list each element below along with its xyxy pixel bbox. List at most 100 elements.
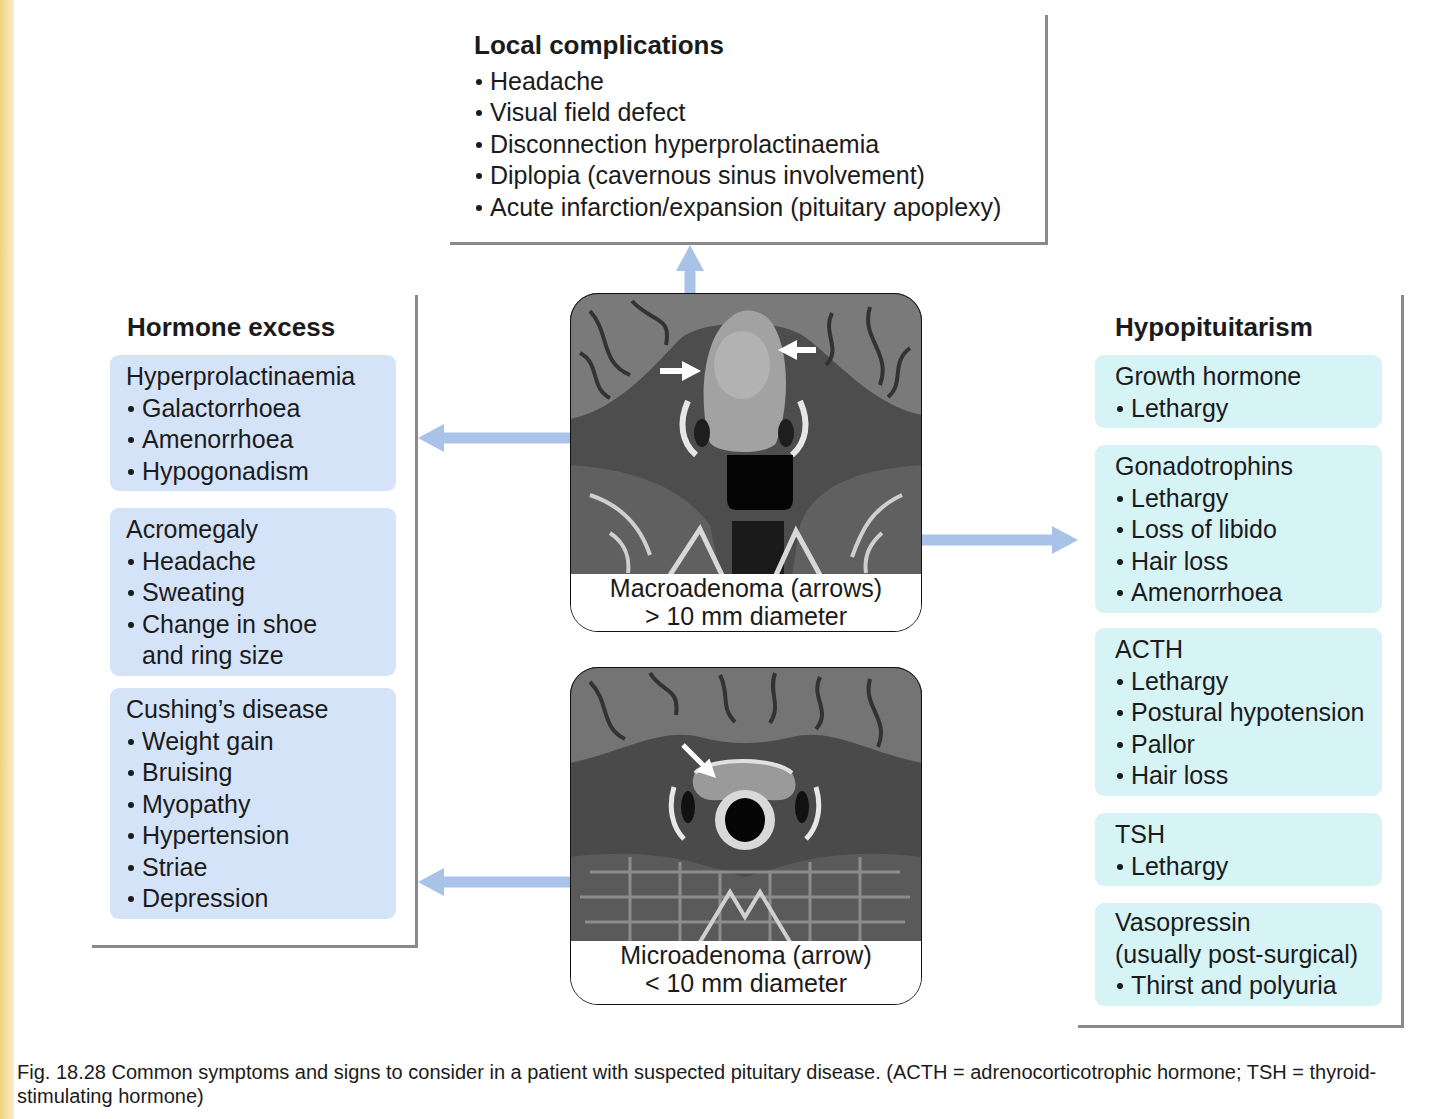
bullet-item: Disconnection hyperprolactinaemia (474, 129, 1035, 161)
text-label: Cushing’s disease (126, 695, 328, 723)
box-heading: Hyperprolactinaemia (126, 361, 386, 393)
text-label: Postural hypotension (1131, 698, 1364, 726)
macroadenoma-mri (778, 340, 797, 360)
box-heading: < 10 mm diameter (571, 969, 921, 997)
text-label: Macroadenoma (arrows) (610, 574, 882, 602)
bullet-dot (128, 833, 134, 839)
flow-arrow (685, 271, 696, 293)
text-label: Sweating (142, 578, 245, 606)
microadenoma-mri (683, 745, 705, 767)
bullet-item: Galactorrhoea (126, 393, 386, 425)
microadenoma-mri (697, 759, 716, 778)
bullet-dot (128, 896, 134, 902)
macroadenoma-mri (590, 495, 902, 573)
bullet-item: Amenorrhoea (1115, 577, 1376, 609)
microadenoma-mri (570, 667, 922, 942)
bullet-item: Visual field defect (474, 97, 1035, 129)
image-caption-area: Macroadenoma (arrows)> 10 mm diameter (571, 574, 921, 631)
bullet-item: Weight gain (126, 726, 386, 758)
hormone-box: AcromegalyHeadacheSweatingChange in shoe… (110, 508, 396, 676)
bullet-item: Myopathy (126, 789, 386, 821)
panel-heading: Hypopituitarism (1115, 312, 1395, 344)
bullet-dot (128, 406, 134, 412)
flow-arrow (444, 877, 570, 888)
bullet-item: Lethargy (1115, 851, 1376, 883)
bullet-dot (128, 437, 134, 443)
bullet-item: Diplopia (cavernous sinus involvement) (474, 160, 1035, 192)
hormone-box: Cushing’s diseaseWeight gainBruisingMyop… (110, 688, 396, 919)
text-label: Loss of libido (1131, 515, 1277, 543)
bullet-item: Headache (474, 66, 1035, 98)
panel-heading: Hormone excess (127, 312, 409, 344)
text-label: Galactorrhoea (142, 394, 300, 422)
text-label: Lethargy (1131, 394, 1228, 422)
bullet-item: Acute infarction/expansion (pituitary ap… (474, 192, 1035, 224)
macroadenoma-mri (792, 401, 806, 455)
bullet-item: Hypogonadism (126, 456, 386, 488)
text-label: Acute infarction/expansion (pituitary ap… (490, 193, 1001, 221)
mri-image-frame: Microadenoma (arrow)< 10 mm diameter (570, 667, 922, 1005)
macroadenoma-mri (682, 401, 696, 455)
hormone-excess-panel: Hormone excessHyperprolactinaemiaGalacto… (92, 295, 418, 948)
text-label: Lethargy (1131, 852, 1228, 880)
macroadenoma-mri (794, 347, 816, 353)
bullet-dot (1117, 742, 1123, 748)
bullet-item: Lethargy (1115, 666, 1376, 698)
bullet-dot (1117, 710, 1123, 716)
box-heading: Gonadotrophins (1115, 451, 1376, 483)
panel-heading: Local complications (474, 30, 1035, 62)
microadenoma-mri (580, 857, 910, 942)
bullet-dot (128, 802, 134, 808)
macroadenoma-mri (727, 455, 793, 510)
macroadenoma-mri (570, 465, 720, 575)
bullet-dot (1117, 983, 1123, 989)
macroadenoma-mri (570, 293, 922, 575)
bullet-dot (1117, 496, 1123, 502)
text-label: Hypertension (142, 821, 289, 849)
bullet-dot (1117, 406, 1123, 412)
box-heading: Cushing’s disease (126, 694, 386, 726)
connector-group (444, 271, 1052, 882)
microadenoma-mri (570, 667, 922, 763)
bullet-dot (128, 865, 134, 871)
bullet-dot (1117, 527, 1123, 533)
deficiency-box: Vasopressin(usually post-surgical)Thirst… (1095, 903, 1382, 1006)
bullet-dot (128, 590, 134, 596)
text-label: Hormone excess (127, 312, 335, 342)
bullet-dot (128, 559, 134, 565)
mri-image-frame: Macroadenoma (arrows)> 10 mm diameter (570, 293, 922, 632)
flow-arrow (444, 433, 570, 444)
text-label: Diplopia (cavernous sinus involvement) (490, 161, 925, 189)
text-label: Pallor (1131, 730, 1195, 758)
text-label: Depression (142, 884, 268, 912)
text-label: Striae (142, 853, 207, 881)
flow-arrow (922, 535, 1052, 546)
text-label: (usually post-surgical) (1115, 940, 1358, 968)
text-label: < 10 mm diameter (645, 969, 847, 997)
macroadenoma-mri (704, 311, 786, 452)
macroadenoma-mri (778, 419, 794, 447)
text-label: > 10 mm diameter (645, 602, 847, 630)
bullet-dot (1117, 773, 1123, 779)
microadenoma-mri (570, 854, 922, 942)
text-label: Hypogonadism (142, 457, 309, 485)
bullet-item: Lethargy (1115, 393, 1376, 425)
text-label: Microadenoma (arrow) (620, 941, 871, 969)
complications-panel: Local complicationsHeadacheVisual field … (450, 15, 1048, 245)
deficiency-box: ACTHLethargyPostural hypotensionPallorHa… (1095, 628, 1382, 796)
microadenoma-mri (681, 791, 695, 823)
text-label: ACTH (1115, 635, 1183, 663)
bullet-item: Bruising (126, 757, 386, 789)
text-label: Gonadotrophins (1115, 452, 1293, 480)
text-label: Amenorrhoea (1131, 578, 1282, 606)
text-label: Disconnection hyperprolactinaemia (490, 130, 879, 158)
hypopituitarism-panel: HypopituitarismGrowth hormoneLethargyGon… (1078, 295, 1404, 1028)
box-heading: ACTH (1115, 634, 1376, 666)
text-label: Hyperprolactinaemia (126, 362, 355, 390)
macroadenoma-mri (694, 419, 710, 447)
bullet-item: Postural hypotension (1115, 697, 1376, 729)
bullet-item: Loss of libido (1115, 514, 1376, 546)
text-label: Local complications (474, 30, 724, 60)
bullet-dot (128, 622, 134, 628)
